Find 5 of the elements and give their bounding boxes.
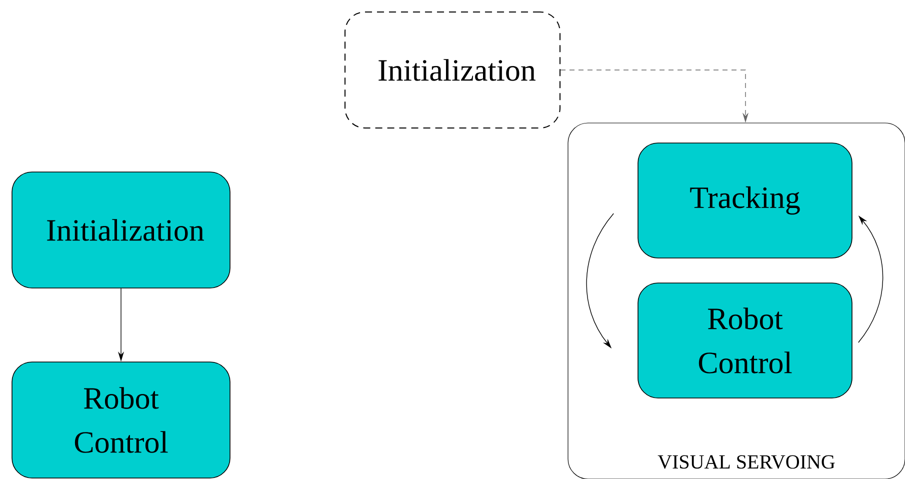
process-box: Initialization: [344, 12, 560, 128]
process-box: Robot Control: [12, 362, 230, 478]
process-box: Initialization: [12, 172, 230, 288]
process-box: Robot Control: [638, 282, 852, 398]
process-box: Tracking: [638, 142, 852, 258]
